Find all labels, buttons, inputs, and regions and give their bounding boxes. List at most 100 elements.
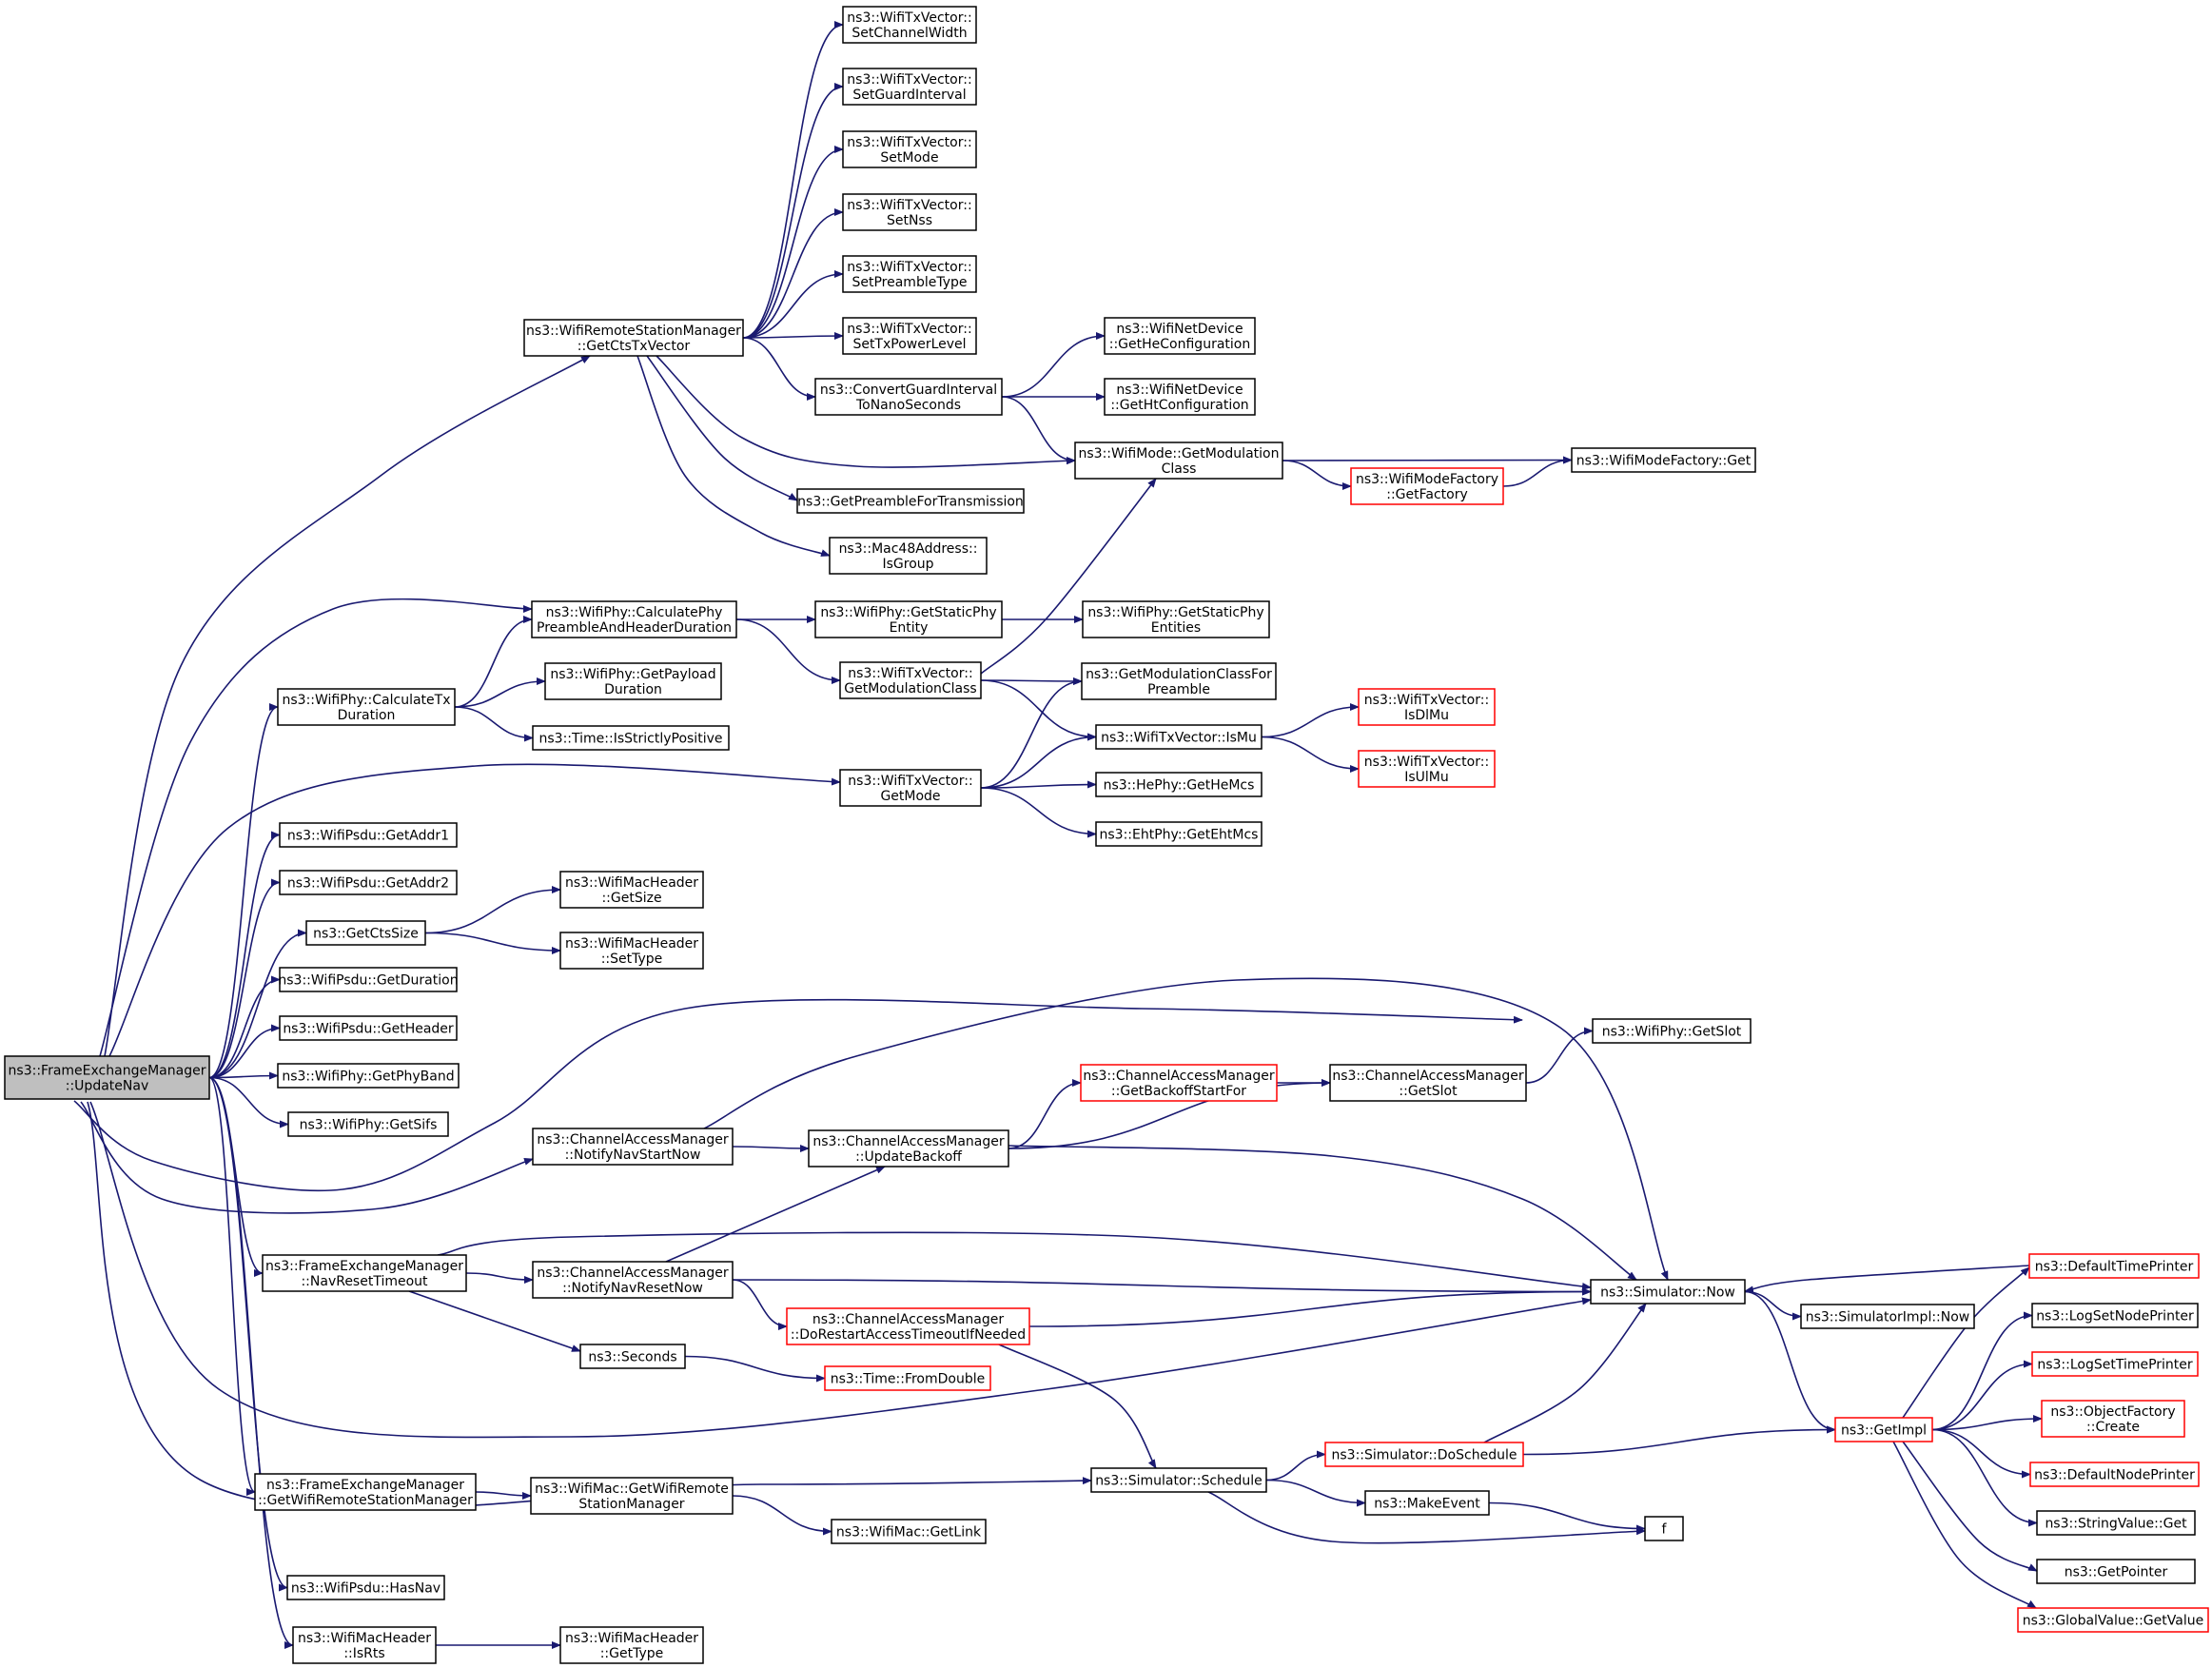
- node-notify-nav-reset-now[interactable]: ns3::ChannelAccessManager::NotifyNavRese…: [532, 1261, 734, 1299]
- node-is-mu[interactable]: ns3::WifiTxVector::IsMu: [1095, 724, 1263, 750]
- node-cam-get-slot[interactable]: ns3::ChannelAccessManager::GetSlot: [1329, 1064, 1527, 1102]
- node-mac-header-get-size[interactable]: ns3::WifiMacHeader::GetSize: [559, 871, 704, 909]
- node-txv-get-modulation-class[interactable]: ns3::WifiTxVector::GetModulationClass: [839, 661, 982, 699]
- node-f[interactable]: f: [1644, 1516, 1684, 1541]
- node-get-addr2[interactable]: ns3::WifiPsdu::GetAddr2: [279, 870, 458, 895]
- node-label-line: Duration: [338, 708, 396, 723]
- node-get-addr1[interactable]: ns3::WifiPsdu::GetAddr1: [279, 822, 458, 848]
- call-edge-root-to-get-wifi-remote-station-manager: [208, 1076, 256, 1496]
- node-object-factory-create[interactable]: ns3::ObjectFactory::Create: [2041, 1400, 2185, 1438]
- call-edge-nav-reset-timeout-to-sim-now: [437, 1231, 1592, 1290]
- node-make-event[interactable]: ns3::MakeEvent: [1364, 1490, 1490, 1516]
- node-log-set-node-printer[interactable]: ns3::LogSetNodePrinter: [2031, 1303, 2199, 1328]
- node-do-restart-access-timeout[interactable]: ns3::ChannelAccessManager::DoRestartAcce…: [786, 1307, 1030, 1345]
- call-edge-sim-now-to-get-impl: [1744, 1290, 1836, 1434]
- node-nav-reset-timeout[interactable]: ns3::FrameExchangeManager::NavResetTimeo…: [262, 1254, 467, 1292]
- node-get-sifs[interactable]: ns3::WifiPhy::GetSifs: [287, 1111, 449, 1137]
- call-edge-notify-nav-start-now-to-update-backoff: [732, 1144, 810, 1152]
- node-box: [287, 1111, 449, 1137]
- node-label-line: ::GetSize: [601, 891, 661, 906]
- node-get-cts-tx-vector[interactable]: ns3::WifiRemoteStationManager::GetCtsTxV…: [523, 319, 744, 357]
- node-get-he-configuration[interactable]: ns3::WifiNetDevice::GetHeConfiguration: [1104, 317, 1256, 355]
- node-from-double[interactable]: ns3::Time::FromDouble: [824, 1365, 991, 1391]
- node-mac-header-get-type[interactable]: ns3::WifiMacHeader::GetType: [559, 1626, 704, 1664]
- node-default-time-printer[interactable]: ns3::DefaultTimePrinter: [2028, 1253, 2200, 1279]
- node-mode-factory-get[interactable]: ns3::WifiModeFactory::Get: [1571, 447, 1756, 473]
- call-edge-get-cts-tx-vector-to-mode-get-modulation-class: [656, 355, 1076, 468]
- node-set-nss[interactable]: ns3::WifiTxVector::SetNss: [842, 193, 977, 231]
- node-get-duration[interactable]: ns3::WifiPsdu::GetDuration: [278, 967, 459, 992]
- node-label-line: ::GetSlot: [1399, 1084, 1458, 1099]
- node-is-rts[interactable]: ns3::WifiMacHeader::IsRts: [292, 1626, 437, 1664]
- node-box: [831, 1519, 987, 1544]
- node-set-preamble-type[interactable]: ns3::WifiTxVector::SetPreambleType: [842, 255, 977, 293]
- node-get-link[interactable]: ns3::WifiMac::GetLink: [831, 1519, 987, 1544]
- node-txv-get-mode[interactable]: ns3::WifiTxVector::GetMode: [839, 769, 982, 807]
- node-has-nav[interactable]: ns3::WifiPsdu::HasNav: [286, 1575, 445, 1600]
- node-box: [254, 1473, 477, 1511]
- node-schedule[interactable]: ns3::Simulator::Schedule: [1090, 1467, 1267, 1493]
- call-edge-do-schedule-to-sim-now: [1483, 1303, 1647, 1443]
- node-mac-header-set-type[interactable]: ns3::WifiMacHeader::SetType: [559, 932, 704, 970]
- node-mac-get-wifi-remote-station-manager[interactable]: ns3::WifiMac::GetWifiRemoteStationManage…: [530, 1477, 734, 1515]
- node-sim-now[interactable]: ns3::Simulator::Now: [1590, 1279, 1746, 1305]
- node-box: [842, 130, 977, 168]
- node-notify-nav-start-now[interactable]: ns3::ChannelAccessManager::NotifyNavStar…: [532, 1128, 734, 1166]
- node-is-dl-mu[interactable]: ns3::WifiTxVector::IsDlMu: [1358, 688, 1496, 726]
- call-edge-make-event-to-f: [1488, 1501, 1646, 1533]
- node-sim-impl-now[interactable]: ns3::SimulatorImpl::Now: [1800, 1304, 1975, 1329]
- node-calc-phy-preamble[interactable]: ns3::WifiPhy::CalculatePhyPreambleAndHea…: [531, 600, 737, 638]
- node-is-strictly-positive[interactable]: ns3::Time::IsStrictlyPositive: [532, 725, 730, 751]
- node-get-wifi-remote-station-manager[interactable]: ns3::FrameExchangeManager::GetWifiRemote…: [254, 1473, 477, 1511]
- call-edge-sim-now-to-sim-impl-now: [1744, 1290, 1802, 1321]
- node-root[interactable]: ns3::FrameExchangeManager::UpdateNav: [4, 1055, 210, 1100]
- node-global-value-get-value[interactable]: ns3::GlobalValue::GetValue: [2017, 1607, 2209, 1633]
- node-phy-get-slot[interactable]: ns3::WifiPhy::GetSlot: [1592, 1018, 1752, 1044]
- node-get-cts-size[interactable]: ns3::GetCtsSize: [305, 920, 426, 946]
- node-seconds[interactable]: ns3::Seconds: [579, 1344, 686, 1369]
- node-is-ul-mu[interactable]: ns3::WifiTxVector::IsUlMu: [1358, 750, 1496, 788]
- call-edge-txv-get-modulation-class-to-mode-get-modulation-class: [980, 478, 1157, 675]
- node-label-line: f: [1662, 1522, 1668, 1538]
- node-set-guard-interval[interactable]: ns3::WifiTxVector::SetGuardInterval: [842, 68, 977, 106]
- node-box: [2017, 1607, 2209, 1633]
- node-label-line: ns3::WifiRemoteStationManager: [526, 324, 741, 339]
- node-string-value-get[interactable]: ns3::StringValue::Get: [2036, 1510, 2196, 1536]
- node-mode-factory-get-factory[interactable]: ns3::WifiModeFactory::GetFactory: [1350, 467, 1504, 505]
- node-label-line: ns3::WifiTxVector::: [848, 666, 972, 681]
- node-box: [824, 1365, 991, 1391]
- call-edge-do-restart-access-timeout-to-schedule: [998, 1344, 1157, 1469]
- node-set-mode[interactable]: ns3::WifiTxVector::SetMode: [842, 130, 977, 168]
- node-label-line: ns3::ConvertGuardInterval: [820, 383, 997, 398]
- node-get-ht-configuration[interactable]: ns3::WifiNetDevice::GetHtConfiguration: [1104, 378, 1256, 416]
- node-get-preamble-for-transmission[interactable]: ns3::GetPreambleForTransmission: [796, 488, 1025, 514]
- node-get-backoff-start-for[interactable]: ns3::ChannelAccessManager::GetBackoffSta…: [1080, 1064, 1278, 1102]
- node-get-phy-band[interactable]: ns3::WifiPhy::GetPhyBand: [277, 1063, 460, 1089]
- node-update-backoff[interactable]: ns3::ChannelAccessManager::UpdateBackoff: [808, 1129, 1009, 1168]
- node-set-channel-width[interactable]: ns3::WifiTxVector::SetChannelWidth: [842, 6, 977, 44]
- node-get-eht-mcs[interactable]: ns3::EhtPhy::GetEhtMcs: [1095, 821, 1263, 847]
- node-get-header[interactable]: ns3::WifiPsdu::GetHeader: [279, 1015, 458, 1041]
- node-do-schedule[interactable]: ns3::Simulator::DoSchedule: [1324, 1442, 1524, 1467]
- node-mode-get-modulation-class[interactable]: ns3::WifiMode::GetModulationClass: [1074, 442, 1283, 480]
- node-get-he-mcs[interactable]: ns3::HePhy::GetHeMcs: [1095, 772, 1263, 797]
- node-box: [1364, 1490, 1490, 1516]
- node-get-pointer[interactable]: ns3::GetPointer: [2036, 1559, 2196, 1584]
- node-get-impl[interactable]: ns3::GetImpl: [1834, 1417, 1933, 1442]
- node-default-node-printer[interactable]: ns3::DefaultNodePrinter: [2029, 1462, 2200, 1487]
- node-log-set-time-printer[interactable]: ns3::LogSetTimePrinter: [2031, 1351, 2199, 1377]
- node-mac-is-group[interactable]: ns3::Mac48Address::IsGroup: [829, 537, 988, 575]
- node-label-line: ns3::MakeEvent: [1374, 1497, 1480, 1512]
- node-label-line: ns3::LogSetTimePrinter: [2037, 1358, 2193, 1373]
- node-label-line: ns3::WifiPhy::CalculatePhy: [546, 605, 723, 620]
- node-label-line: Entities: [1151, 620, 1201, 636]
- node-label-line: ns3::WifiPsdu::GetHeader: [283, 1022, 454, 1037]
- call-edge-get-cts-tx-vector-to-set-tx-power-level: [742, 332, 844, 341]
- node-set-tx-power-level[interactable]: ns3::WifiTxVector::SetTxPowerLevel: [842, 317, 977, 355]
